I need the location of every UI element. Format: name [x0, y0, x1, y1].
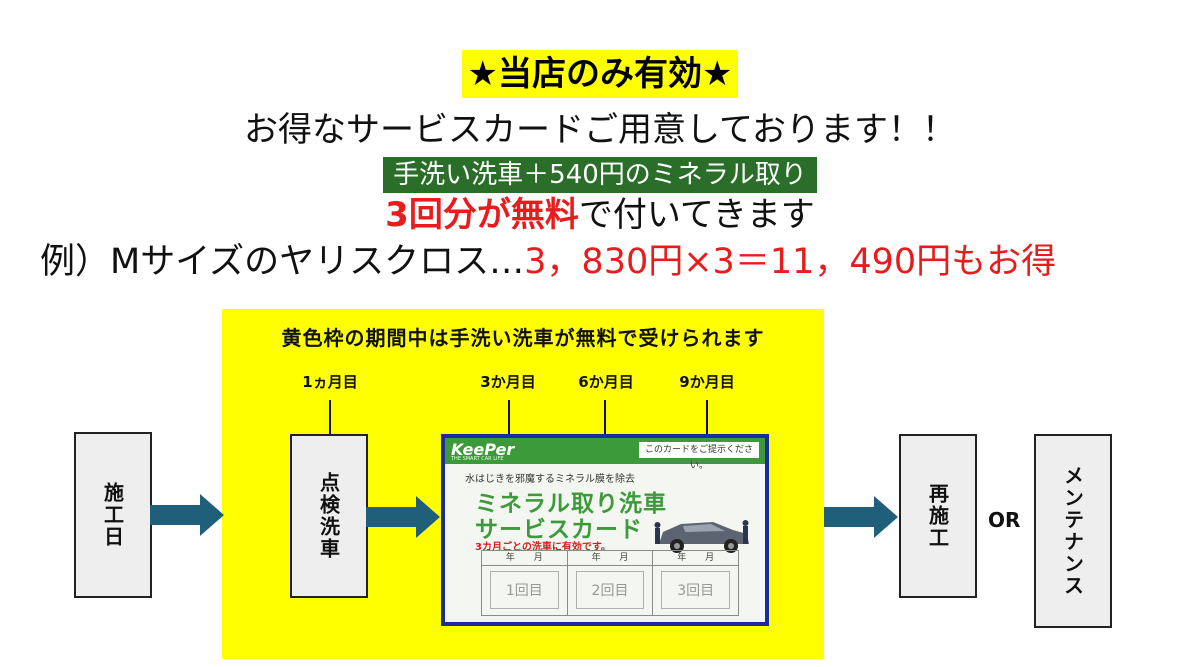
promo-title: ★当店のみ有効★ [0, 50, 1200, 98]
month-label-6: 6か月目 [578, 373, 634, 391]
car-wash-illustration [654, 520, 749, 553]
card-stamp-date: 年 月 [482, 551, 567, 566]
month-tick-6 [604, 400, 606, 434]
step-reapply-box: 再施工 [899, 434, 977, 598]
step-maintenance-box: メンテナンス [1034, 434, 1112, 628]
card-title-sub: サービスカード [475, 517, 643, 543]
promo-example-amount: 3，830円×3＝11，490円もお得 [524, 242, 1057, 282]
month-tick-1 [329, 400, 331, 434]
promo-example-prefix: 例）Mサイズのヤリスクロス… [40, 242, 525, 282]
card-stamp-cell: 年 月 3回目 [653, 551, 739, 615]
card-present-note: このカードをご提示ください。 [639, 442, 759, 471]
card-stamp-date: 年 月 [567, 551, 653, 566]
card-description: 水はじきを邪魔するミネラル膜を除去 [465, 474, 635, 485]
month-tick-9 [706, 400, 708, 434]
promo-example-line: 例）Mサイズのヤリスクロス…3，830円×3＝11，490円もお得 [40, 237, 1180, 287]
card-stamp-table: 年 月 1回目 年 月 2回目 年 月 3回目 [481, 550, 739, 616]
card-validity-note: 3カ月ごとの洗車に有効です。 [475, 542, 611, 553]
card-brand-logo: KeePer [451, 440, 515, 459]
card-stamp-date: 年 月 [653, 551, 739, 566]
or-label: OR [988, 508, 1021, 532]
card-title-main: ミネラル取り洗車 [475, 491, 667, 517]
promo-free-highlight: 3回分が無料 [385, 195, 579, 235]
month-tick-3 [508, 400, 510, 434]
step-start-label: 施工日 [100, 482, 125, 548]
right-arrow-icon [150, 494, 224, 536]
promo-free-line: 3回分が無料で付いてきます [0, 192, 1200, 238]
month-label-9: 9か月目 [679, 373, 735, 391]
promo-title-text: ★当店のみ有効★ [461, 50, 739, 98]
step-start-box: 施工日 [74, 432, 152, 598]
step-check-label: 点検洗車 [316, 472, 341, 560]
card-stamp-label: 1回目 [490, 571, 559, 609]
promo-subtitle: お得なサービスカードご用意しております！！ [244, 110, 956, 150]
card-stamp-label: 2回目 [575, 571, 645, 609]
step-check-box: 点検洗車 [290, 434, 368, 598]
card-stamp-cell: 年 月 2回目 [567, 551, 654, 615]
month-label-1: 1ヵ月目 [302, 373, 358, 391]
card-header-bar: KeePer THE SMART CAR LIFE このカードをご提示ください。 [445, 438, 765, 471]
right-arrow-icon [366, 496, 440, 538]
card-brand-tagline: THE SMART CAR LIFE [451, 456, 504, 462]
right-arrow-icon [824, 496, 898, 538]
step-reapply-label: 再施工 [925, 483, 950, 549]
step-maintenance-label: メンテナンス [1060, 465, 1085, 597]
service-card: KeePer THE SMART CAR LIFE このカードをご提示ください。… [441, 434, 769, 626]
promo-badge-row: 手洗い洗車＋540円のミネラル取り [0, 157, 1200, 193]
month-label-3: 3か月目 [480, 373, 536, 391]
free-period-caption: 黄色枠の期間中は手洗い洗車が無料で受けられます [281, 326, 765, 350]
card-stamp-label: 3回目 [661, 571, 731, 609]
card-stamp-cell: 年 月 1回目 [482, 551, 568, 615]
promo-badge: 手洗い洗車＋540円のミネラル取り [383, 157, 817, 193]
promo-free-text: で付いてきます [578, 195, 815, 235]
